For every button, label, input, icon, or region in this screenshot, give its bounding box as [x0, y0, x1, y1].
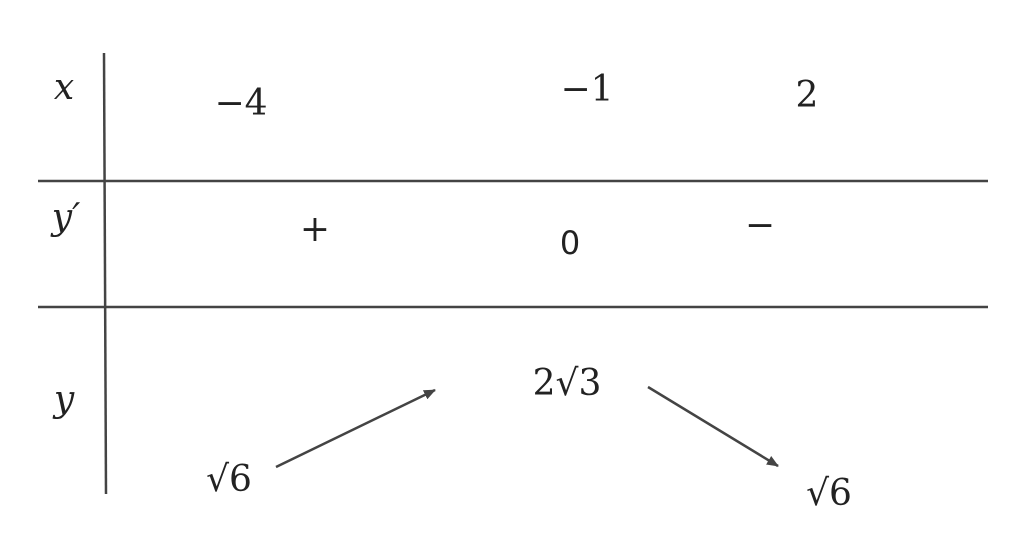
x-row-label: x — [53, 67, 75, 108]
x-value-minus-4: −4 — [214, 83, 268, 124]
derivative-zero: 0 — [559, 224, 581, 262]
y-value-peak: 2√3 — [533, 366, 602, 402]
increasing-arrow — [275, 388, 436, 469]
vertical-divider — [102, 52, 108, 495]
x-value-2: 2 — [795, 75, 819, 116]
peak-coefficient: 2 — [532, 363, 556, 404]
y-value-left: √6 — [206, 459, 252, 500]
decreasing-arrow — [647, 385, 779, 468]
y-prime-row-label: y′ — [51, 197, 81, 238]
derivative-positive-sign: + — [299, 209, 331, 250]
peak-radical: √3 — [555, 363, 602, 404]
derivative-negative-sign: − — [744, 205, 776, 246]
x-value-minus-1: −1 — [560, 69, 614, 110]
y-value-right: √6 — [806, 473, 852, 514]
y-row-label: y — [53, 379, 75, 420]
